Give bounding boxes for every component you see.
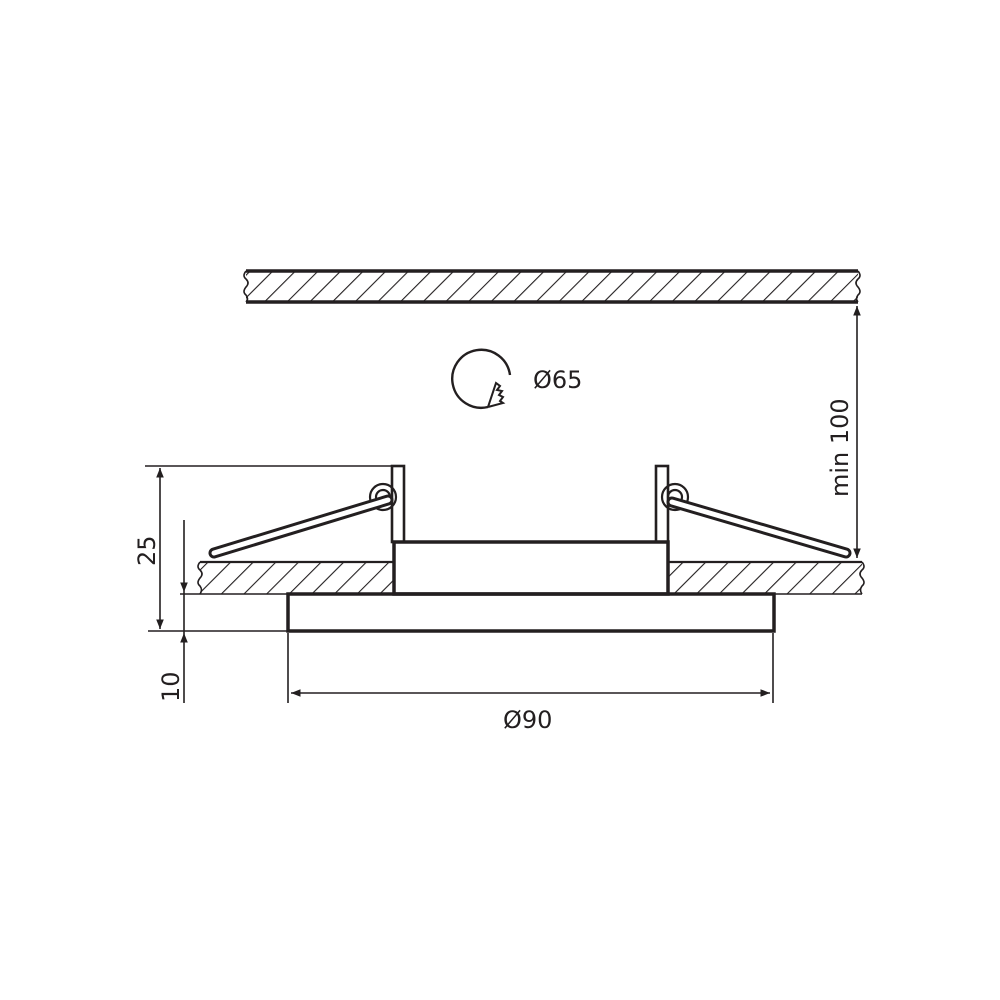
trim-height-dimension: 10	[157, 520, 188, 703]
trim-diameter-label: Ø90	[503, 706, 552, 734]
trim-height-label: 10	[157, 671, 185, 702]
cutout-diameter-label: Ø65	[533, 366, 582, 394]
cut-hole-icon	[451, 348, 512, 409]
total-height-dimension: 25	[133, 465, 392, 632]
spring-clip-left	[208, 464, 406, 559]
trim-diameter-dimension: Ø90	[287, 633, 774, 734]
trim-ring	[286, 592, 776, 633]
total-height-label: 25	[133, 535, 161, 566]
clearance-label: min 100	[826, 398, 854, 497]
upper-slab	[243, 269, 861, 304]
ceiling-panel	[180, 560, 865, 595]
clearance-dimension: min 100	[826, 306, 861, 558]
fixture-body	[392, 540, 670, 596]
spring-clip-right	[654, 464, 852, 559]
